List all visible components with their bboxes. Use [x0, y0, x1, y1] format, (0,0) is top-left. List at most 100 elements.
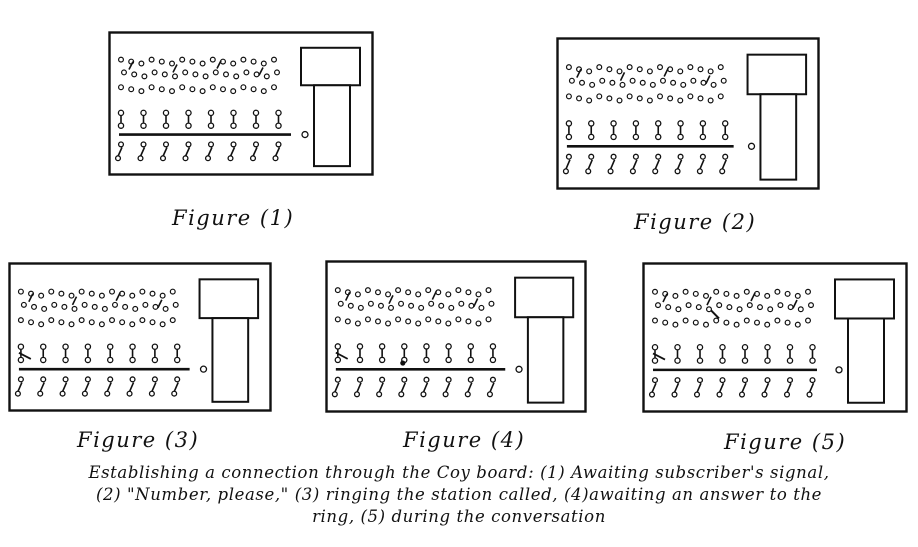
cord-ring	[722, 153, 729, 160]
lamp	[619, 81, 626, 88]
lamp	[586, 68, 593, 75]
plug-ring	[106, 343, 114, 350]
cord-ring	[719, 377, 726, 384]
lamp	[118, 84, 125, 91]
lamp	[161, 71, 168, 78]
cord-stem	[654, 159, 660, 170]
cord-ring	[117, 141, 125, 148]
drop-mark	[128, 61, 134, 70]
plug-row-upper	[117, 109, 282, 129]
cord-ring	[562, 168, 569, 175]
lamp	[702, 292, 709, 299]
lamp	[152, 303, 159, 310]
cord-stem	[173, 382, 179, 392]
cord-ring	[148, 390, 155, 397]
plug-ring	[207, 109, 215, 117]
drop-mark	[388, 295, 394, 305]
lamp	[428, 300, 435, 307]
lamp	[132, 305, 139, 312]
jack-box-column	[211, 317, 250, 403]
figure-1-label: Figure (1)	[172, 206, 295, 230]
lamp	[675, 306, 682, 313]
lamp	[357, 304, 364, 311]
plug-ring	[129, 356, 136, 364]
cord-ring	[696, 168, 703, 175]
jack-box-column	[313, 84, 351, 168]
lamp	[168, 88, 175, 95]
lamp	[655, 302, 662, 309]
drop-mark-active	[710, 309, 720, 320]
plug-ring	[764, 357, 771, 364]
cord-stem	[696, 382, 702, 393]
lamp	[743, 317, 750, 324]
cord-ring	[104, 390, 111, 397]
lamp	[250, 58, 257, 65]
lamp	[271, 56, 278, 63]
lamp	[233, 73, 240, 80]
cord-stem	[151, 382, 157, 392]
lamp	[707, 68, 714, 75]
lamp	[98, 321, 105, 328]
plug-ring	[275, 109, 282, 117]
cord-ring	[632, 153, 639, 160]
plug-ring	[207, 122, 215, 129]
lamp	[347, 302, 354, 309]
plug-ring	[423, 356, 430, 364]
cord-ring	[652, 168, 659, 175]
plug-ring	[17, 356, 25, 364]
lamp	[805, 317, 812, 324]
drop-mark	[172, 64, 178, 73]
lamp	[109, 288, 116, 295]
cord-stem	[162, 147, 168, 157]
lamp	[733, 292, 740, 299]
lamp	[31, 303, 38, 310]
plug-ring	[489, 356, 497, 364]
lamp	[222, 71, 229, 78]
lamp	[158, 58, 165, 65]
plug-ring	[587, 133, 595, 141]
lamp	[38, 292, 45, 299]
lamp-field	[17, 288, 179, 328]
figure-4-label: Figure (4)	[403, 428, 526, 452]
lamp	[713, 288, 720, 295]
plug-ring	[674, 357, 681, 364]
lamp	[657, 93, 664, 100]
lamp	[395, 287, 402, 294]
plug-ring	[140, 109, 147, 117]
lamp	[179, 56, 186, 63]
lamp	[334, 287, 341, 294]
cord-ring	[464, 391, 471, 398]
lamp	[148, 56, 155, 63]
lamp	[367, 300, 374, 307]
lamp	[138, 60, 145, 67]
figure-5-label: Figure (5)	[724, 430, 847, 454]
lamp	[58, 319, 65, 326]
lamp	[579, 79, 586, 86]
lamp	[415, 320, 422, 327]
jack-box-column	[759, 93, 798, 181]
cord-ring	[398, 391, 405, 398]
plug-ring	[252, 109, 260, 117]
cord-stem	[651, 382, 657, 393]
lamp	[682, 288, 689, 295]
caption-line-2: (2) "Number, please," (3) ringing the st…	[95, 485, 823, 504]
lamp	[158, 86, 165, 93]
lamp	[418, 304, 425, 311]
plug-ring	[378, 343, 386, 350]
drop-marks	[662, 292, 798, 320]
cord-ring	[129, 376, 136, 383]
plug-ring	[162, 122, 170, 129]
lamp	[425, 287, 432, 294]
lamp	[385, 291, 392, 298]
cord-stem	[184, 147, 191, 157]
cord-stem	[139, 147, 146, 157]
lamp	[465, 318, 472, 325]
cord-stem	[718, 382, 725, 393]
board-frame	[556, 37, 820, 190]
plug-ring	[252, 122, 260, 129]
lamp	[243, 69, 250, 76]
cord-row-lower	[648, 377, 816, 398]
drop-marks	[28, 292, 163, 309]
lamp	[129, 321, 136, 328]
lamp	[687, 64, 694, 71]
